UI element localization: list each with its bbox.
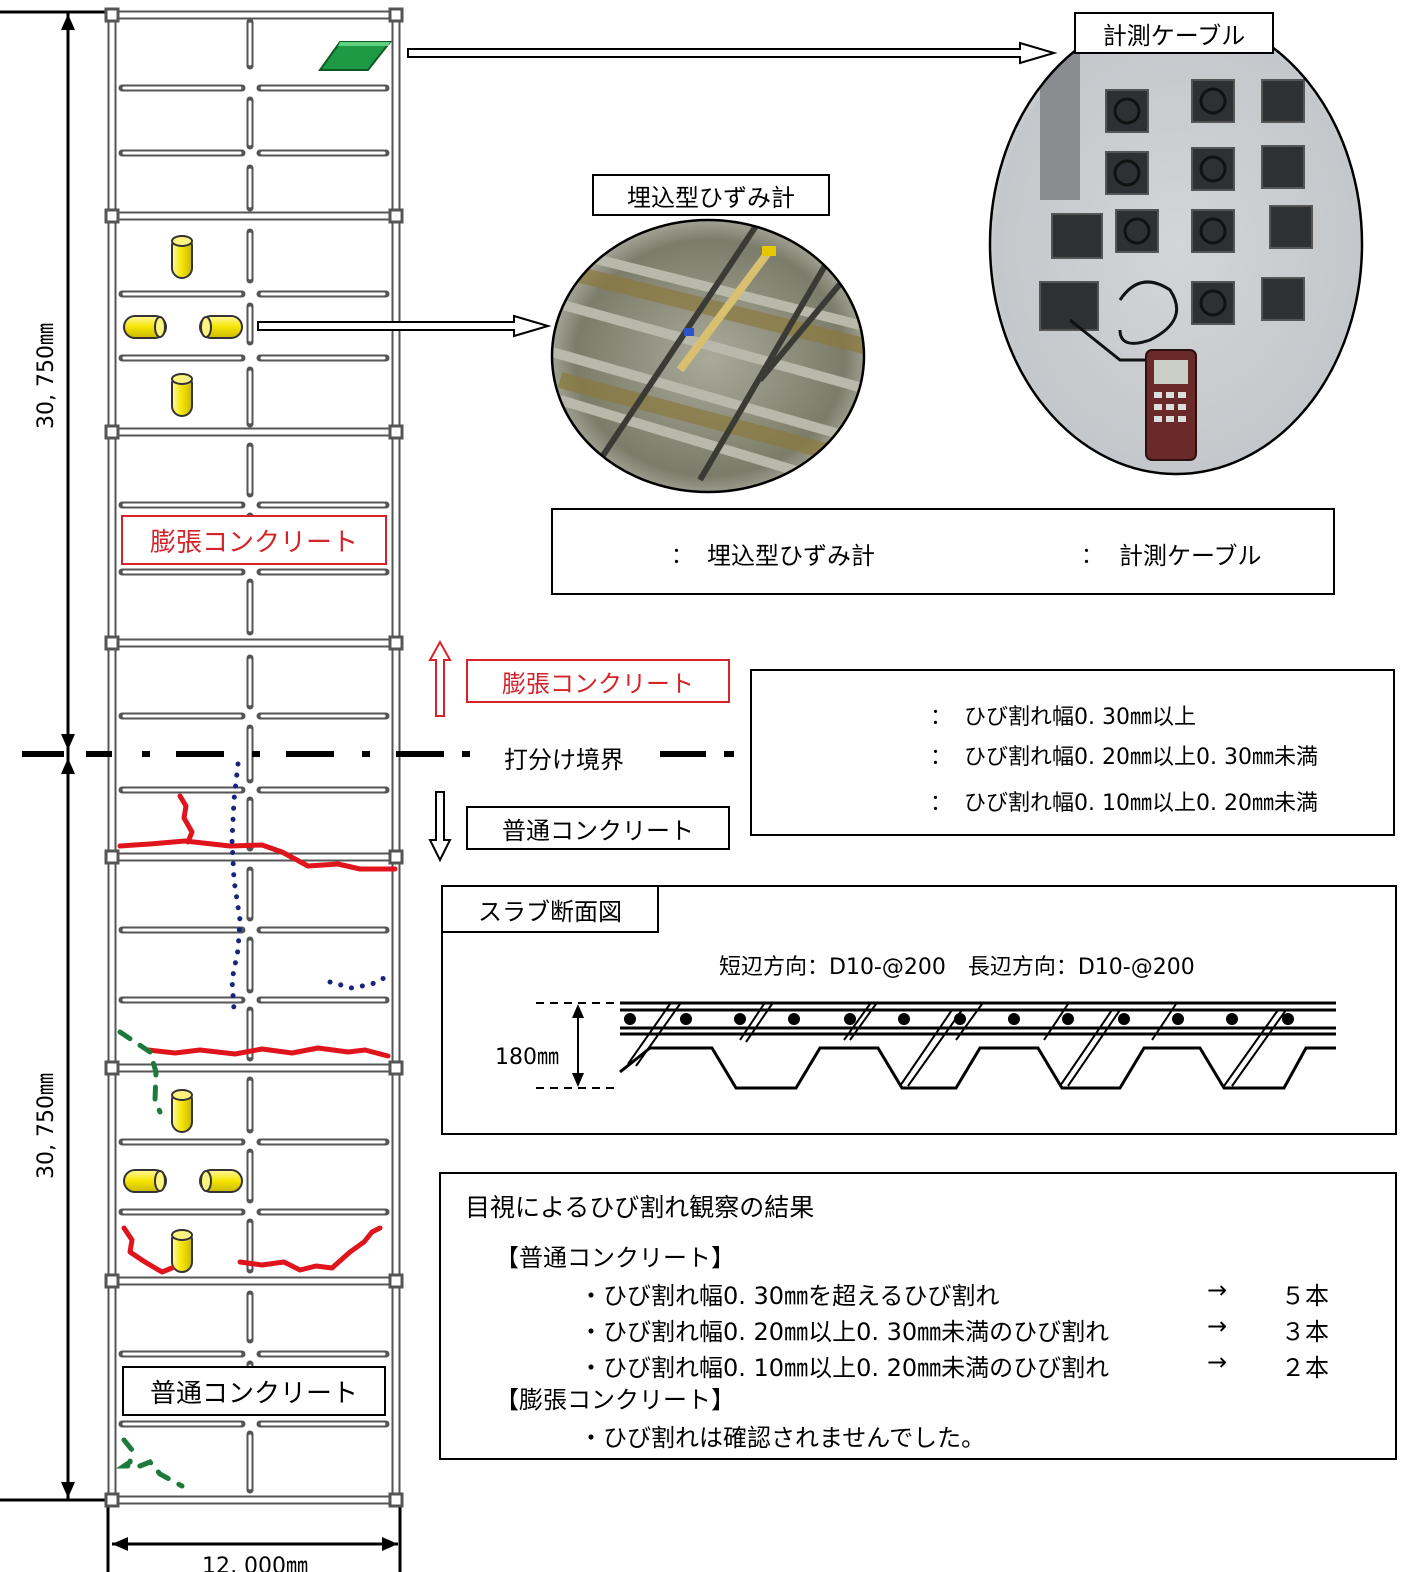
normal-concrete-direction-label: 普通コンクリート <box>466 806 730 850</box>
width-dimension: 12, 000㎜ <box>202 1554 308 1572</box>
dimension-lines <box>0 10 402 1572</box>
strain-gauge-group-upper <box>123 235 243 417</box>
result-item-arrow: → <box>1207 1276 1228 1304</box>
crack-legend-separator: ： <box>930 791 953 816</box>
cable-legend-separator: ： <box>1081 544 1104 569</box>
expansive-concrete-slab-label: 膨張コンクリート <box>121 515 387 565</box>
expansive-result-item: ・ひび割れは確認されませんでした。 <box>579 1424 986 1452</box>
crack-green <box>117 1029 163 1115</box>
expansive-concrete-direction-label: 膨張コンクリート <box>466 659 730 703</box>
normal-concrete-header: 【普通コンクリート】 <box>495 1244 735 1272</box>
crack-legend-separator: ： <box>930 705 953 730</box>
slab-section-title: スラブ断面図 <box>441 885 659 933</box>
result-item-text: ・ひび割れ幅0. 10㎜以上0. 20㎜未満のひび割れ <box>579 1354 1110 1382</box>
cracks-blue <box>229 761 391 1013</box>
crack-red <box>121 1225 175 1275</box>
crack-red <box>117 838 398 872</box>
slab-thickness-label: 180㎜ <box>495 1045 559 1070</box>
result-item-text: ・ひび割れ幅0. 20㎜以上0. 30㎜未満のひび割れ <box>579 1318 1110 1346</box>
cable-legend-label: 計測ケーブル <box>1119 542 1262 570</box>
dimension-arrowheads <box>61 14 398 1551</box>
crack-legend-label: ひび割れ幅0. 30㎜以上 <box>964 705 1196 730</box>
crack-legend-label: ひび割れ幅0. 10㎜以上0. 20㎜未満 <box>964 791 1318 816</box>
crack-green <box>115 1437 185 1489</box>
measurement-cable-marker <box>318 41 393 71</box>
strain-gauge-photo-title: 埋込型ひずみ計 <box>592 174 830 216</box>
crack-width-legend: ： ひび割れ幅0. 30㎜以上 ： ひび割れ幅0. 20㎜以上0. 30㎜未満 … <box>750 669 1395 836</box>
slab-section-panel: スラブ断面図 短辺方向：D10-@200 長辺方向：D10-@200 180㎜ <box>441 885 1397 1135</box>
symbol-legend: ： 埋込型ひずみ計 ： 計測ケーブル <box>551 508 1335 595</box>
normal-concrete-slab-label: 普通コンクリート <box>122 1366 386 1416</box>
pour-boundary-label: 打分け境界 <box>504 746 624 774</box>
crack-red <box>145 1045 391 1059</box>
result-item-arrow: → <box>1207 1348 1228 1376</box>
result-item-count: ２本 <box>1281 1354 1329 1382</box>
gauge-legend-separator: ： <box>671 544 694 569</box>
observation-results-panel: 目視によるひび割れ観察の結果 【普通コンクリート】 ・ひび割れ幅0. 30㎜を超… <box>439 1172 1397 1460</box>
gauge-legend-label: 埋込型ひずみ計 <box>707 542 875 570</box>
up-arrow-expansive <box>428 639 452 717</box>
rebar-spec-label: 短辺方向：D10-@200 長辺方向：D10-@200 <box>719 955 1195 980</box>
strain-gauge-group-lower <box>123 1089 243 1273</box>
slab-section-drawing <box>536 1001 1336 1090</box>
crack-red <box>177 793 195 845</box>
pointer-arrows <box>257 41 1058 338</box>
result-item-count: ５本 <box>1281 1282 1329 1310</box>
cable-photo-title: 計測ケーブル <box>1074 12 1274 54</box>
slab-plan <box>104 7 404 1508</box>
crack-legend-separator: ： <box>930 745 953 770</box>
column-nodes <box>104 7 404 1508</box>
crack-red <box>237 1225 383 1273</box>
result-item-count: ３本 <box>1281 1318 1329 1346</box>
down-arrow-normal <box>428 791 452 863</box>
arrow-to-gauge-photo <box>257 314 552 338</box>
result-item-text: ・ひび割れ幅0. 30㎜を超えるひび割れ <box>579 1282 1000 1310</box>
cracks-green <box>115 1029 185 1489</box>
crack-blue <box>229 761 243 1013</box>
measurement-cable-photo <box>988 12 1364 476</box>
strain-gauge-photo <box>550 218 866 494</box>
results-title: 目視によるひび割れ観察の結果 <box>465 1193 815 1222</box>
lower-height-dimension: 30, 750㎜ <box>34 1073 59 1179</box>
expansive-concrete-header: 【膨張コンクリート】 <box>495 1386 735 1414</box>
upper-height-dimension: 30, 750㎜ <box>34 323 59 429</box>
cracks-red <box>117 793 398 1275</box>
result-item-arrow: → <box>1207 1312 1228 1340</box>
beam-lines <box>112 10 396 1505</box>
crack-legend-label: ひび割れ幅0. 20㎜以上0. 30㎜未満 <box>964 745 1318 770</box>
crack-blue <box>327 973 391 991</box>
arrow-to-cable-photo <box>407 41 1058 65</box>
